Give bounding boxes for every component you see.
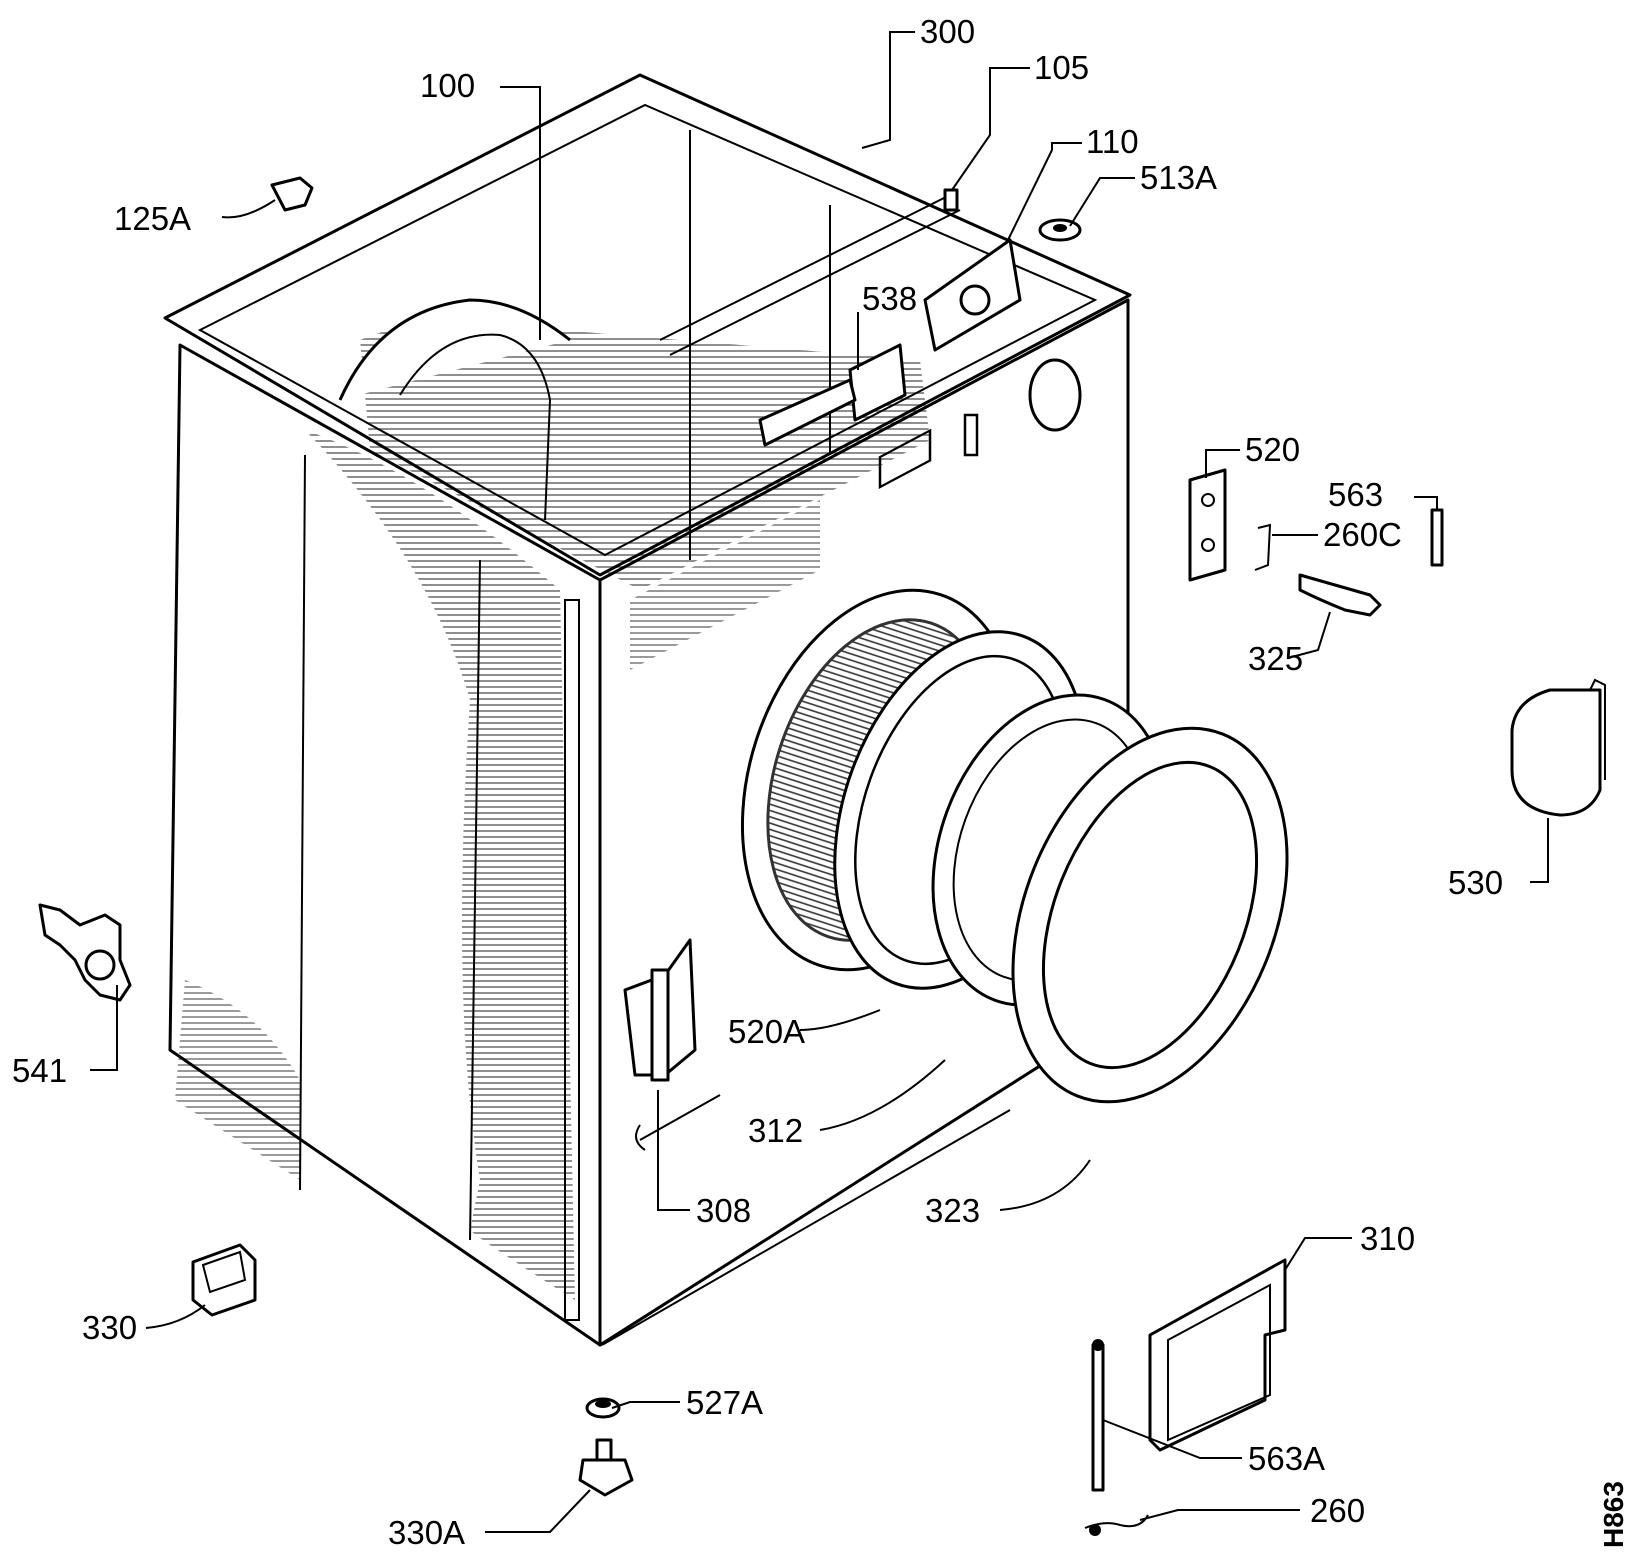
- label-105: 105: [1034, 49, 1089, 86]
- part-541: [38, 903, 132, 1002]
- part-labels: 300 105 100 110 513A 125A 538 520 563 26…: [12, 13, 1629, 1551]
- part-308-hinge: [623, 938, 721, 1151]
- part-310: [1148, 1258, 1287, 1452]
- part-125a: [270, 176, 314, 212]
- part-330a: [578, 1438, 634, 1497]
- leader-lines: [90, 31, 1549, 1533]
- label-308: 308: [696, 1192, 751, 1229]
- label-530: 530: [1448, 864, 1503, 901]
- label-330a: 330A: [388, 1514, 465, 1551]
- part-325: [1298, 573, 1382, 617]
- part-563a: [1091, 1339, 1105, 1492]
- label-527a: 527A: [686, 1384, 763, 1421]
- label-323: 323: [925, 1192, 980, 1229]
- label-310: 310: [1360, 1220, 1415, 1257]
- label-260c: 260C: [1323, 516, 1402, 553]
- label-312: 312: [748, 1112, 803, 1149]
- part-520: [1188, 468, 1227, 582]
- label-541: 541: [12, 1052, 67, 1089]
- part-330: [191, 1243, 257, 1317]
- part-563: [1430, 508, 1444, 567]
- part-527a: [585, 1397, 621, 1419]
- label-300: 300: [920, 13, 975, 50]
- label-330: 330: [82, 1309, 137, 1346]
- label-513a: 513A: [1140, 159, 1217, 196]
- label-325: 325: [1248, 640, 1303, 677]
- label-520: 520: [1245, 431, 1300, 468]
- door-frame-323: [1011, 726, 1289, 1104]
- part-513a: [1038, 218, 1082, 242]
- drawing-code: H863: [1598, 1481, 1629, 1548]
- part-530: [1510, 678, 1606, 817]
- label-563: 563: [1328, 476, 1383, 513]
- label-563a: 563A: [1248, 1440, 1325, 1477]
- label-110: 110: [1086, 123, 1139, 160]
- label-125a: 125A: [114, 200, 191, 237]
- label-260: 260: [1310, 1492, 1365, 1529]
- label-538: 538: [862, 280, 917, 317]
- label-520a: 520A: [728, 1013, 805, 1050]
- part-105: [943, 188, 959, 212]
- part-260: [1084, 1514, 1149, 1536]
- part-260c: [1254, 523, 1272, 571]
- label-100: 100: [420, 67, 475, 104]
